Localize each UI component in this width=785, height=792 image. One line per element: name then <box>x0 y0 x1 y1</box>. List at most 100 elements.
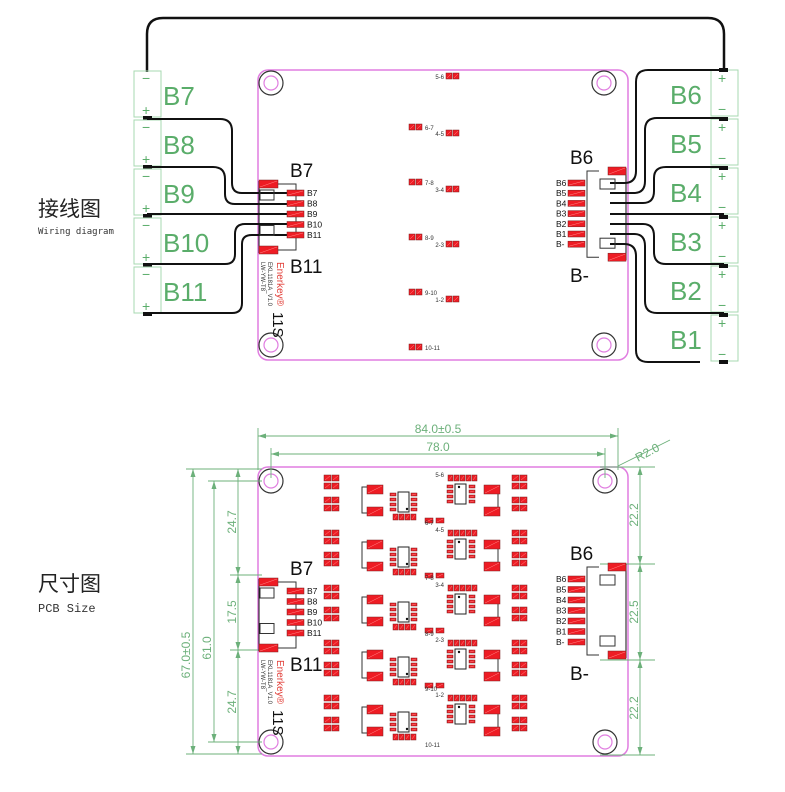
minus-terminal-icon: − <box>142 168 150 184</box>
dim-left-bottom: 24.7 <box>225 690 239 714</box>
balance-label: 1-2 <box>435 298 444 304</box>
pad-hatch <box>469 555 475 558</box>
pad-hatch <box>512 585 519 591</box>
pad-hatch <box>425 683 433 688</box>
connector-latch <box>599 635 616 647</box>
battery-cell-label: B9 <box>163 179 195 209</box>
left-cell-group: −+B7−+B8−+B9−+B10−+B11 <box>133 70 209 316</box>
ic-pin1 <box>457 705 461 709</box>
pad-hatch <box>411 679 416 685</box>
pad-hatch <box>469 490 475 493</box>
pad-hatch <box>390 608 396 611</box>
pad-hatch <box>287 620 304 625</box>
pad-hatch <box>469 660 475 663</box>
wire-b4 <box>610 166 724 204</box>
dim-right-middle: 22.5 <box>627 600 641 624</box>
pad-hatch <box>324 717 331 723</box>
pad-hatch <box>520 560 527 566</box>
battery-cell-label: B3 <box>670 227 702 257</box>
connector-frame <box>586 566 599 656</box>
pad-hatch <box>447 720 453 723</box>
pad-hatch <box>416 179 422 185</box>
pad-hatch <box>367 727 383 736</box>
pad-hatch <box>390 713 396 716</box>
pad-hatch <box>287 630 304 636</box>
dimension-lines <box>186 428 671 756</box>
pad-hatch <box>390 718 396 721</box>
pad-hatch <box>460 640 465 646</box>
connector-latch <box>259 623 275 634</box>
dim-right-top: 22.2 <box>627 503 641 527</box>
pad-hatch <box>390 723 396 726</box>
pad-hatch <box>472 475 477 481</box>
pin-label: B4 <box>556 198 567 208</box>
battery-cell-label: B10 <box>163 228 209 258</box>
pad-hatch <box>469 710 475 713</box>
pad-hatch <box>469 550 475 553</box>
wire-b5 <box>610 117 724 194</box>
pad-hatch <box>512 717 519 723</box>
pad-hatch <box>469 650 475 653</box>
ic-pin1 <box>405 672 409 676</box>
pad-hatch <box>390 673 396 676</box>
connector-latch <box>599 237 616 249</box>
pad-hatch <box>608 563 626 571</box>
pad-hatch <box>469 540 475 543</box>
pin-label: B- <box>556 239 565 249</box>
pad-hatch <box>399 624 404 630</box>
pin-label: B9 <box>307 607 318 617</box>
battery-cell-label: B6 <box>670 80 702 110</box>
balance-label: 5-6 <box>435 473 444 479</box>
right-cell-group: +−B6+−B5+−B4+−B3+−B2+−B1 <box>670 68 739 364</box>
pad-hatch <box>520 497 527 503</box>
balance-label: 2-3 <box>435 243 444 249</box>
pad-hatch <box>460 475 465 481</box>
pad-hatch <box>512 475 519 481</box>
pad-hatch <box>393 569 398 575</box>
terminal-tab <box>719 360 728 364</box>
pad-hatch <box>393 734 398 740</box>
pad-hatch <box>332 670 339 676</box>
pad-hatch <box>416 344 422 350</box>
connector-latch <box>259 587 275 599</box>
pad-hatch <box>390 603 396 606</box>
board-code: LW-YW-T8 <box>259 262 265 292</box>
pad-hatch <box>447 540 453 543</box>
pad-hatch <box>390 563 396 566</box>
mount-hole-inner <box>597 734 613 750</box>
pad-hatch <box>436 573 444 578</box>
pad-hatch <box>287 211 304 217</box>
connector-bottom-label: B- <box>570 664 589 685</box>
pin-label: B6 <box>556 178 567 188</box>
balance-label: 4-5 <box>435 528 444 534</box>
pad-hatch <box>447 710 453 713</box>
pad-hatch <box>324 560 331 566</box>
mount-hole-inner <box>596 337 612 353</box>
pad-hatch <box>411 603 417 606</box>
pin-label: B5 <box>556 188 567 198</box>
pad-hatch <box>520 607 527 613</box>
ic-chip <box>397 601 410 623</box>
pad-hatch <box>324 585 331 591</box>
balance-label: 10-11 <box>425 346 441 352</box>
pad-hatch <box>390 548 396 551</box>
pin-label: B7 <box>307 586 318 596</box>
dim-overall-height: 67.0±0.5 <box>179 631 193 678</box>
pad-hatch <box>454 640 459 646</box>
pad-hatch <box>367 617 383 626</box>
pin-label: B9 <box>307 209 318 219</box>
model-number: EKL1181A_V1.0 <box>266 262 272 307</box>
pad-hatch <box>324 552 331 558</box>
ic-chip <box>397 546 410 568</box>
pad-hatch <box>399 734 404 740</box>
pad-hatch <box>332 662 339 668</box>
mount-hole-inner <box>263 337 279 353</box>
connector-bottom-label: B11 <box>290 257 322 278</box>
pad-hatch <box>469 705 475 708</box>
pin-label: B11 <box>307 628 322 638</box>
pad-hatch <box>390 553 396 556</box>
plus-terminal-icon: + <box>718 266 726 282</box>
pad-hatch <box>390 658 396 661</box>
pad-hatch <box>447 705 453 708</box>
balance-label: 7-8 <box>425 576 434 582</box>
